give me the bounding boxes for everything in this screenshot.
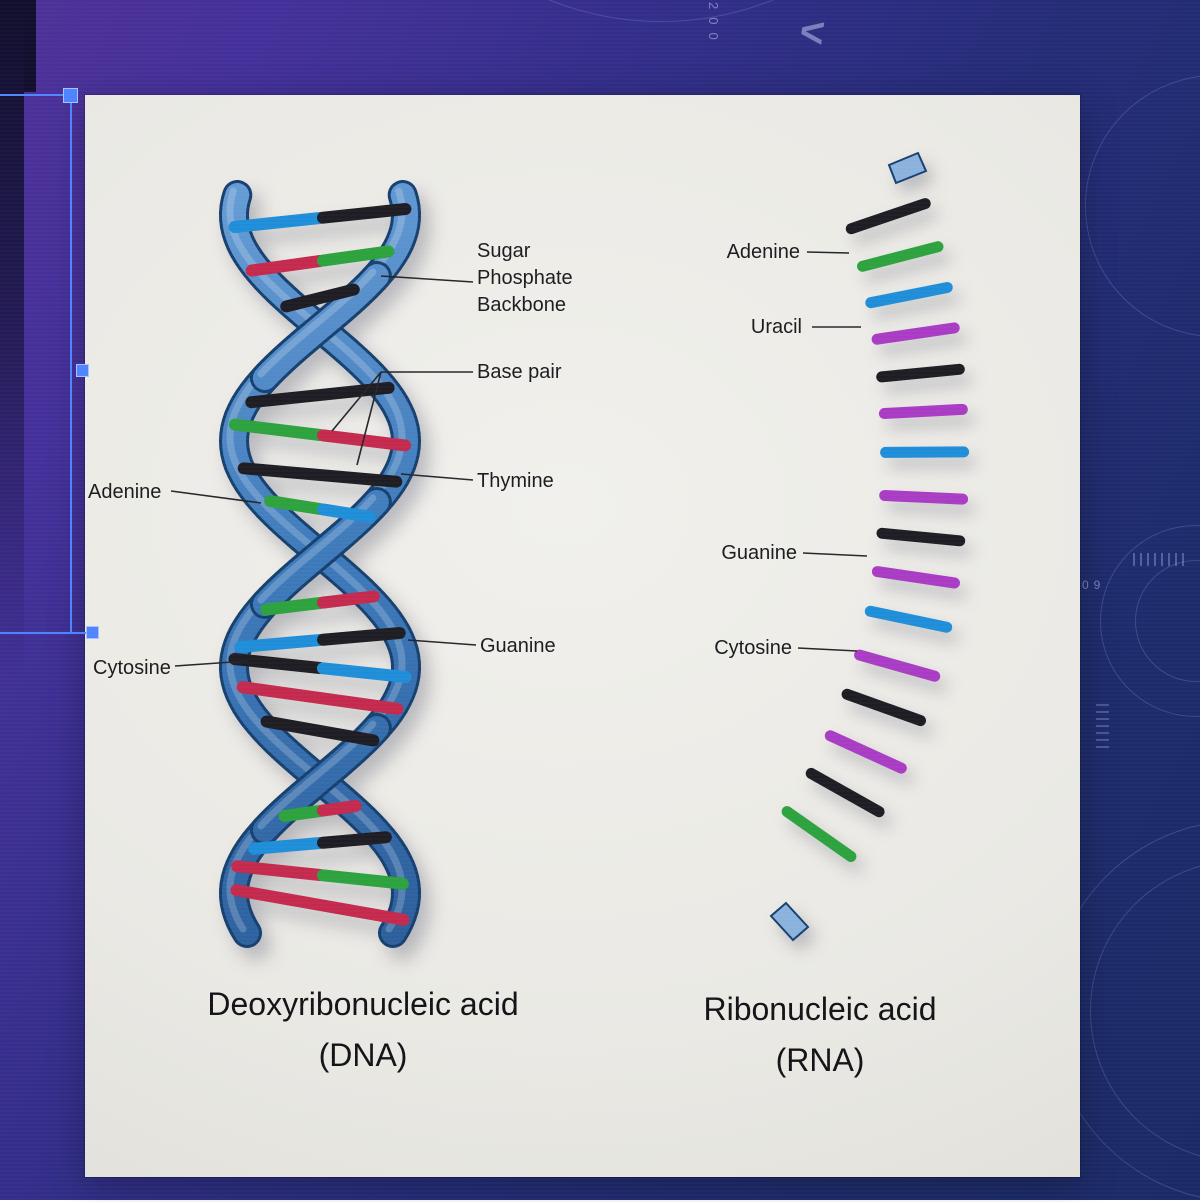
dna-base-blue — [323, 509, 370, 516]
dna-caption-title: Deoxyribonucleic acid — [173, 979, 553, 1030]
rna-base-black — [851, 204, 925, 229]
dna-base-red — [323, 596, 374, 602]
rna-base-black — [847, 694, 920, 720]
rna-caption: Ribonucleic acid (RNA) — [665, 984, 975, 1086]
rna-base-green — [863, 247, 939, 267]
dna-base-green — [284, 811, 320, 816]
label-guanine-dna: Guanine — [480, 633, 556, 660]
rna-caption-title: Ribonucleic acid — [665, 984, 975, 1035]
rna-base-magenta — [885, 496, 963, 500]
rna-single-strand — [771, 153, 964, 940]
dna-rung — [243, 687, 398, 709]
label-adenine-rna: Adenine — [650, 239, 800, 266]
selection-handle[interactable] — [76, 364, 89, 377]
dna-base-green — [270, 501, 320, 509]
rna-base-magenta — [877, 328, 954, 339]
hud-tick-marks — [1096, 700, 1109, 748]
rna-base-blue — [886, 452, 964, 453]
background-decor-text: 200 — [706, 2, 721, 48]
rna-base-magenta — [830, 736, 901, 768]
rna-base-black — [811, 773, 879, 811]
rna-base-magenta — [860, 655, 935, 676]
rna-base-black — [882, 533, 960, 541]
dna-base-blue — [254, 843, 320, 849]
selection-handle[interactable] — [86, 626, 99, 639]
rna-base-blue — [870, 611, 946, 627]
label-uracil-rna: Uracil — [652, 314, 802, 341]
label-cytosine-rna: Cytosine — [642, 635, 792, 662]
dna-rung — [240, 633, 399, 647]
rna-caption-abbr: (RNA) — [665, 1035, 975, 1086]
dna-rung — [235, 425, 405, 446]
hud-arc-decoration — [360, 0, 962, 22]
rna-ribbon-top-cap — [889, 153, 926, 183]
dna-base-green — [323, 875, 403, 883]
rna-base-magenta — [884, 409, 962, 413]
label-cytosine-dna: Cytosine — [93, 655, 171, 682]
chevron-icon: < — [797, 7, 828, 58]
dna-rung — [235, 209, 406, 227]
hud-circle-decoration — [1085, 75, 1200, 337]
dna-base-green — [266, 603, 320, 610]
rna-base-blue — [871, 288, 948, 303]
background-decor-text: 09 — [1082, 578, 1105, 592]
rna-bases — [787, 204, 964, 857]
dna-rung — [244, 468, 397, 481]
dna-base-red — [323, 806, 356, 811]
dna-base-black — [323, 837, 386, 842]
selection-guide-line — [0, 632, 88, 634]
dna-caption-abbr: (DNA) — [173, 1030, 553, 1081]
label-thymine: Thymine — [477, 468, 554, 495]
dna-caption: Deoxyribonucleic acid (DNA) — [173, 979, 553, 1081]
rna-base-green — [787, 812, 851, 857]
label-guanine-rna: Guanine — [647, 540, 797, 567]
label-adenine-dna: Adenine — [88, 479, 161, 506]
label-base-pair: Base pair — [477, 359, 562, 386]
rna-base-magenta — [877, 572, 954, 583]
selection-guide-line — [0, 94, 70, 96]
label-sugar-phosphate-backbone: Sugar Phosphate Backbone — [477, 238, 573, 319]
dna-base-black — [323, 633, 400, 640]
rna-ribbon-bottom-cap — [771, 903, 808, 940]
hud-tick-marks — [1133, 553, 1185, 566]
dna-base-red — [243, 687, 398, 709]
dna-rung — [236, 890, 403, 919]
selection-guide-line — [70, 94, 72, 634]
dna-rung — [234, 659, 405, 677]
dna-double-helix — [230, 191, 406, 933]
diagram-panel: Sugar Phosphate Backbone Base pair Thymi… — [85, 95, 1080, 1177]
selection-handle[interactable] — [63, 88, 78, 103]
rna-base-black — [882, 369, 960, 377]
bezel-left-strip — [0, 0, 24, 680]
dna-base-black — [244, 468, 397, 481]
dna-base-red — [236, 890, 403, 919]
dna-base-blue — [240, 640, 320, 647]
dna-rung — [237, 866, 403, 883]
